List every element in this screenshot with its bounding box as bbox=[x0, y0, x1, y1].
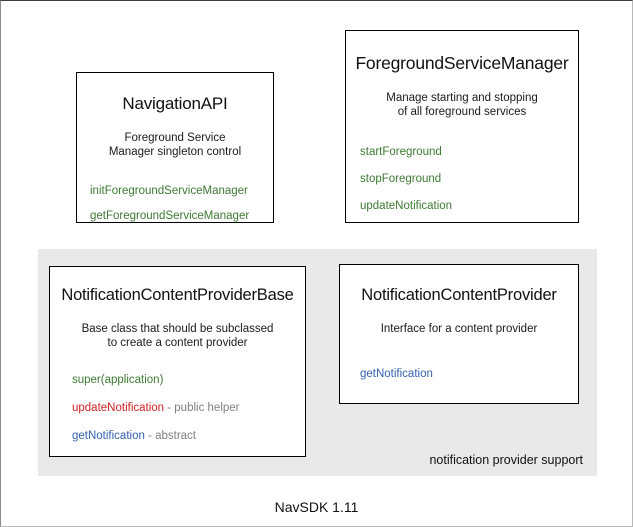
member-item[interactable]: updateNotification bbox=[360, 199, 578, 213]
group-panel-label: notification provider support bbox=[429, 453, 583, 467]
class-description-navigation-api: Foreground Service Manager singleton con… bbox=[77, 131, 273, 159]
class-description-line: Manage starting and stopping bbox=[386, 92, 538, 104]
class-description-foreground-service-manager: Manage starting and stopping of all fore… bbox=[346, 91, 578, 119]
class-description-line: Interface for a content provider bbox=[380, 323, 538, 335]
class-description-line: Base class that should be subclassed bbox=[81, 323, 274, 335]
footer-version-label: NavSDK 1.11 bbox=[274, 499, 359, 515]
class-title-notification-content-provider: NotificationContentProvider bbox=[361, 286, 557, 304]
member-item[interactable]: super(application) bbox=[72, 373, 305, 387]
member-name: getNotification bbox=[360, 368, 433, 380]
member-name: getForegroundServiceManager bbox=[90, 210, 250, 222]
member-item[interactable]: initForegroundServiceManager bbox=[90, 184, 273, 198]
class-description-line: of all foreground services bbox=[397, 106, 527, 118]
member-item[interactable]: getForegroundServiceManager bbox=[90, 209, 273, 223]
member-name: updateNotification bbox=[360, 200, 453, 212]
member-name: super(application) bbox=[72, 374, 164, 386]
member-item[interactable]: startForeground bbox=[360, 145, 578, 159]
member-list-foreground-service-manager: startForeground stopForeground updateNot… bbox=[360, 145, 578, 213]
class-title-notification-content-provider-base: NotificationContentProviderBase bbox=[61, 286, 294, 304]
member-name: stopForeground bbox=[360, 173, 442, 185]
class-description-line: to create a content provider bbox=[107, 337, 248, 349]
class-title-foreground-service-manager: ForegroundServiceManager bbox=[355, 53, 569, 73]
member-name: updateNotification bbox=[72, 402, 165, 414]
member-item[interactable]: getNotification - abstract bbox=[72, 429, 305, 443]
class-description-notification-content-provider: Interface for a content provider bbox=[340, 322, 578, 336]
class-box-notification-content-provider-base[interactable]: NotificationContentProviderBase Base cla… bbox=[49, 266, 306, 457]
class-box-notification-content-provider[interactable]: NotificationContentProvider Interface fo… bbox=[339, 264, 579, 404]
member-name: getNotification bbox=[72, 430, 145, 442]
class-box-navigation-api[interactable]: NavigationAPI Foreground Service Manager… bbox=[76, 72, 274, 223]
class-description-line: Manager singleton control bbox=[108, 146, 242, 158]
member-list-navigation-api: initForegroundServiceManager getForegrou… bbox=[90, 184, 273, 223]
member-note: - public helper bbox=[164, 402, 240, 414]
member-list-notification-content-provider-base: super(application) updateNotification - … bbox=[72, 373, 305, 443]
class-description-line: Foreground Service bbox=[124, 132, 226, 144]
member-name: startForeground bbox=[360, 146, 442, 158]
class-box-foreground-service-manager[interactable]: ForegroundServiceManager Manage starting… bbox=[345, 30, 579, 223]
member-item[interactable]: stopForeground bbox=[360, 172, 578, 186]
member-list-notification-content-provider: getNotification bbox=[360, 367, 578, 381]
member-note: - abstract bbox=[144, 430, 197, 442]
member-name: initForegroundServiceManager bbox=[90, 185, 248, 197]
member-item[interactable]: getNotification bbox=[360, 367, 578, 381]
member-item[interactable]: updateNotification - public helper bbox=[72, 401, 305, 415]
class-title-navigation-api: NavigationAPI bbox=[122, 94, 228, 113]
class-description-notification-content-provider-base: Base class that should be subclassed to … bbox=[50, 322, 305, 350]
